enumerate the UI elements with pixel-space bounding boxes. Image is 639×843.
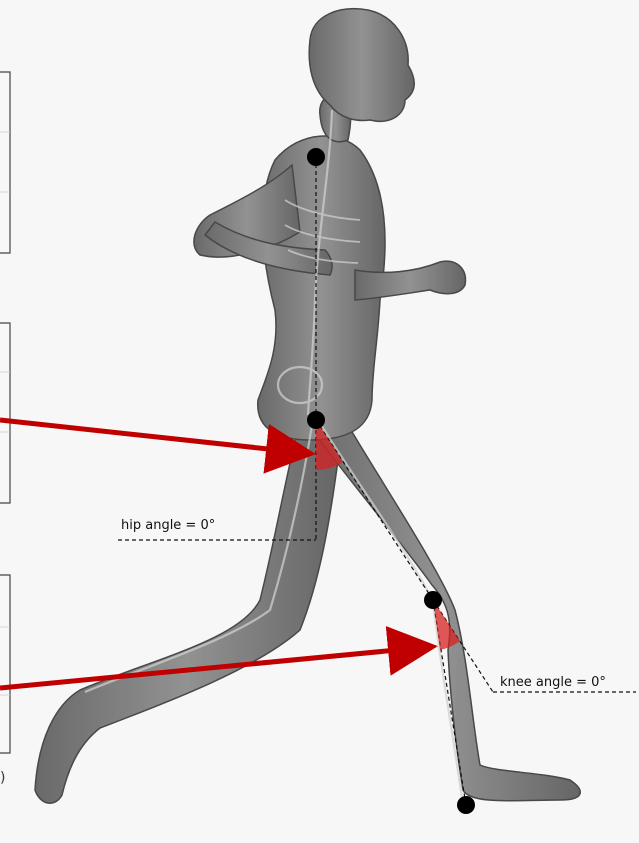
hip-angle-label: hip angle = 0° — [121, 518, 215, 533]
edge-mark: ) — [0, 770, 5, 786]
knee-joint — [424, 591, 442, 609]
hip-joint — [307, 411, 325, 429]
panel-frame-middle — [0, 323, 10, 503]
hip-arrow — [0, 420, 296, 452]
shoulder-joint — [307, 148, 325, 166]
knee-angle-label: knee angle = 0° — [500, 675, 606, 690]
panel-frame-top — [0, 72, 10, 253]
left-panel-frames — [0, 72, 10, 753]
back-leg — [35, 420, 338, 803]
ankle-joint — [457, 796, 475, 814]
front-leg — [305, 420, 580, 801]
panel-frame-bottom — [0, 575, 10, 753]
